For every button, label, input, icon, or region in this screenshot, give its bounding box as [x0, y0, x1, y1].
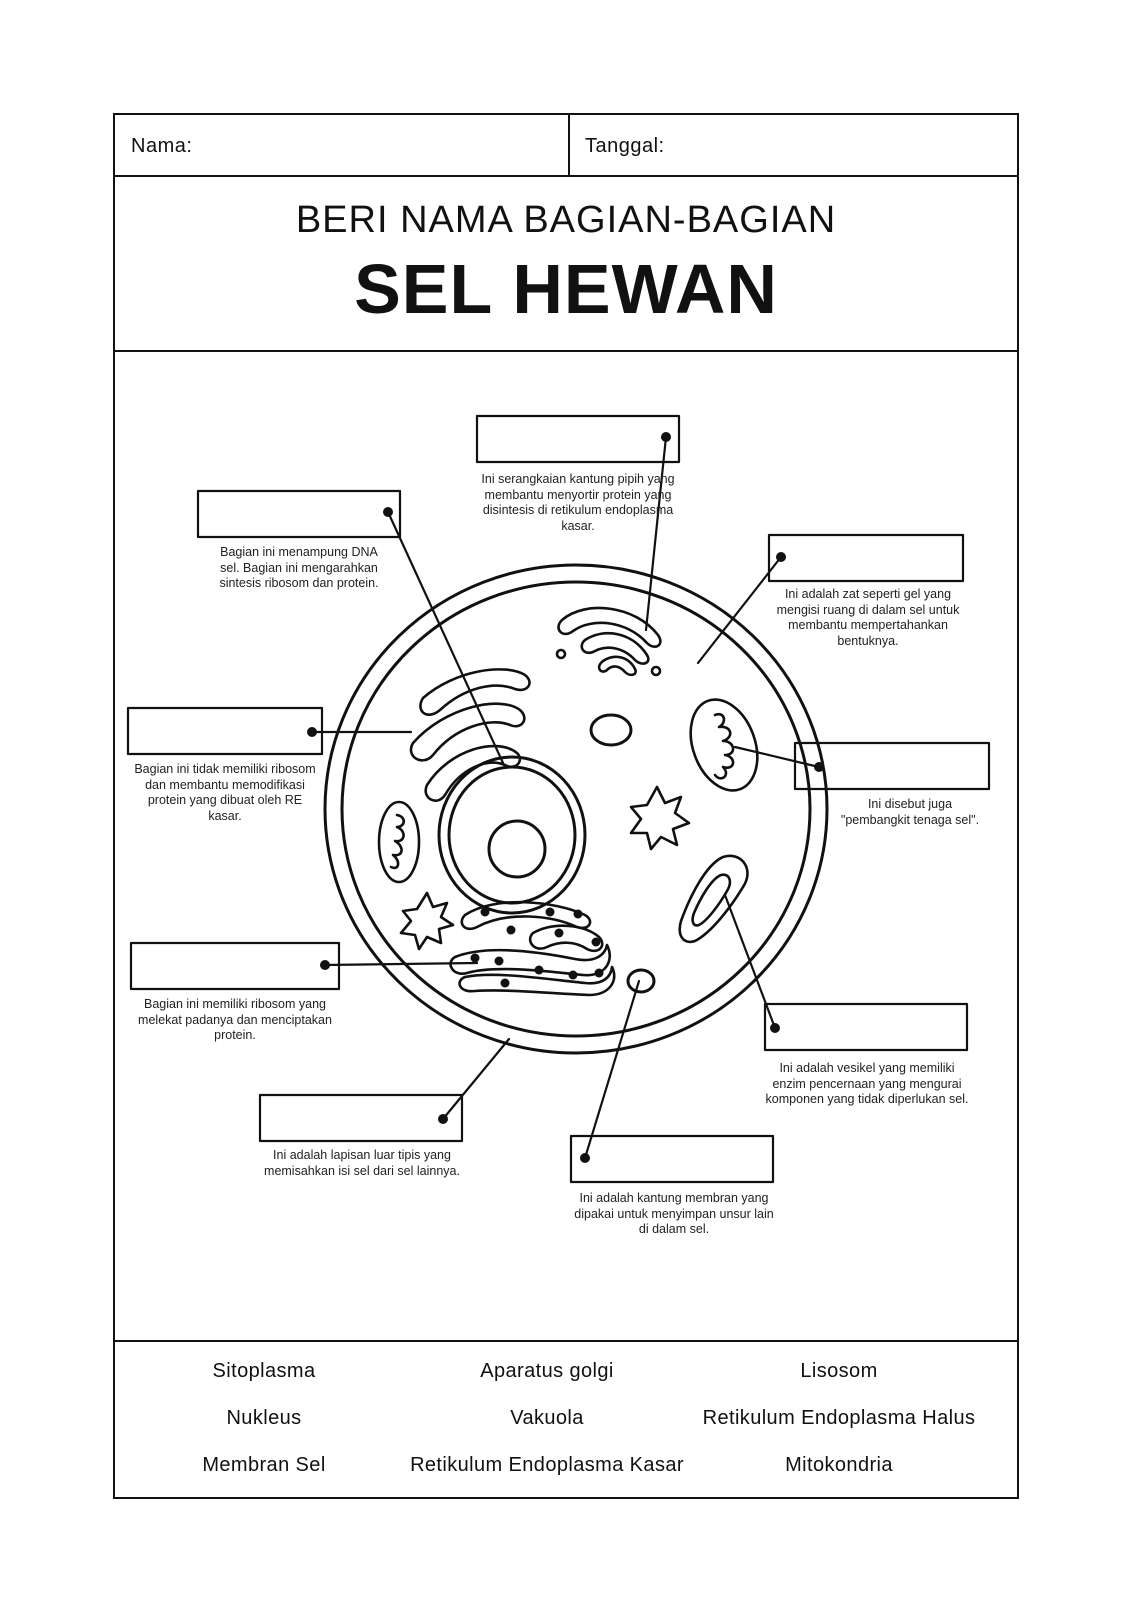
desc-rough-er: Bagian ini memiliki ribosom yang melekat… — [138, 997, 332, 1042]
ribosomes — [470, 907, 604, 988]
worksheet: Nama: Tanggal: BERI NAMA BAGIAN-BAGIAN S… — [113, 113, 1019, 1499]
term-vakuola: Vakuola — [510, 1407, 584, 1429]
term-re-kasar: Retikulum Endoplasma Kasar — [410, 1454, 684, 1476]
answer-box-vacuole[interactable] — [569, 1134, 775, 1184]
answer-box-rough-er[interactable] — [129, 941, 341, 991]
worksheet-subtitle: BERI NAMA BAGIAN-BAGIAN — [295, 199, 837, 241]
term-membran-sel: Membran Sel — [202, 1454, 326, 1476]
mitochondrion-right — [689, 698, 759, 792]
nucleus-inner — [447, 765, 577, 905]
date-field-label: Tanggal: — [585, 135, 665, 157]
desc-lysosome: Ini adalah vesikel yang memiliki enzim p… — [765, 1061, 969, 1106]
term-aparatus-golgi: Aparatus golgi — [480, 1360, 614, 1382]
cell-membrane — [323, 563, 829, 1055]
worksheet-title: SEL HEWAN — [354, 250, 778, 328]
desc-smooth-er: Bagian ini tidak memiliki ribosom dan me… — [134, 762, 316, 823]
desc-cytoplasm: Ini adalah zat seperti gel yang mengisi … — [776, 587, 960, 648]
vacuole — [626, 968, 656, 994]
term-nukleus: Nukleus — [226, 1407, 302, 1429]
term-lisosom: Lisosom — [800, 1360, 878, 1382]
label-boxes — [126, 414, 991, 1184]
answer-box-golgi[interactable] — [475, 414, 681, 464]
word-bank: Sitoplasma Aparatus golgi Lisosom Nukleu… — [115, 1340, 1017, 1499]
cell-membrane-inner — [340, 580, 812, 1038]
answer-box-nucleus[interactable] — [196, 489, 402, 539]
desc-mitochondria: Ini disebut juga "pembangkit tenaga sel"… — [840, 797, 980, 827]
desc-golgi: Ini serangkaian kantung pipih yang memba… — [481, 472, 675, 533]
title-box: BERI NAMA BAGIAN-BAGIAN SEL HEWAN — [115, 177, 1017, 352]
lysosome — [678, 854, 749, 944]
rough-er — [449, 900, 616, 997]
header-divider — [568, 115, 570, 175]
nucleus-outer — [437, 755, 587, 915]
centrosome-right — [629, 785, 691, 851]
leader-lines — [310, 435, 821, 1160]
term-re-halus: Retikulum Endoplasma Halus — [702, 1407, 976, 1429]
term-sitoplasma: Sitoplasma — [212, 1360, 316, 1382]
desc-vacuole: Ini adalah kantung membran yang dipakai … — [574, 1191, 774, 1236]
desc-nucleus: Bagian ini menampung DNA sel. Bagian ini… — [219, 545, 379, 590]
answer-box-smooth-er[interactable] — [126, 706, 324, 756]
animal-cell-diagram — [126, 414, 991, 1184]
name-field-label: Nama: — [131, 135, 193, 157]
vacuole-top — [589, 713, 633, 747]
leader-dots — [307, 432, 824, 1163]
header-row: Nama: Tanggal: — [115, 115, 1017, 177]
desc-membrane: Ini adalah lapisan luar tipis yang memis… — [264, 1148, 460, 1178]
term-mitokondria: Mitokondria — [785, 1454, 893, 1476]
golgi-apparatus — [555, 606, 662, 677]
centrosome-left — [399, 891, 455, 951]
mitochondrion-left — [377, 800, 421, 884]
answer-box-mitochondria[interactable] — [793, 741, 991, 791]
answer-box-membrane[interactable] — [258, 1093, 464, 1143]
answer-box-lysosome[interactable] — [763, 1002, 969, 1052]
answer-box-cytoplasm[interactable] — [767, 533, 965, 583]
nucleolus — [487, 819, 547, 879]
